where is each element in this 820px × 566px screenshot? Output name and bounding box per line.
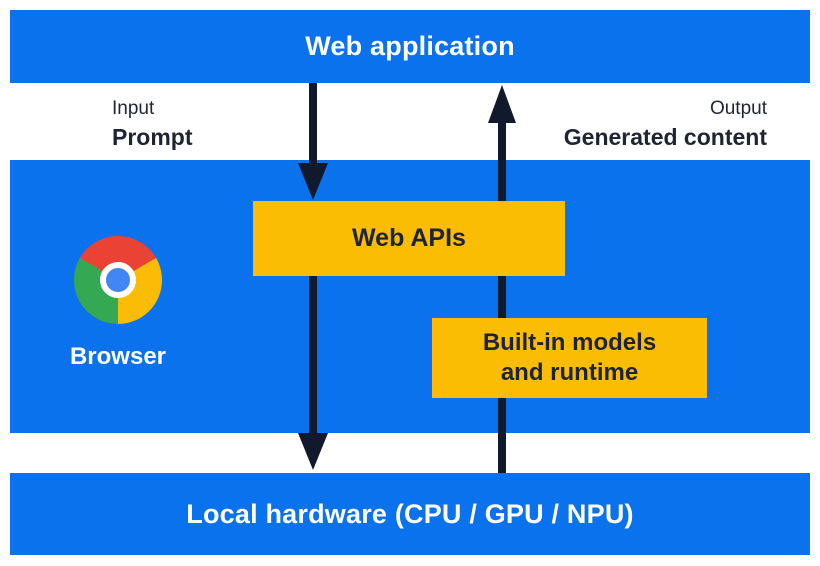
browser-label: Browser xyxy=(69,343,167,370)
local-hardware-bar: Local hardware (CPU / GPU / NPU) xyxy=(10,473,810,555)
down-arrowhead-lower xyxy=(298,433,328,470)
local-hardware-label: Local hardware (CPU / GPU / NPU) xyxy=(186,498,634,529)
builtin-models-label-line2: and runtime xyxy=(500,359,639,386)
up-arrow-line xyxy=(498,118,506,473)
builtin-models-label-line1: Built-in models xyxy=(482,329,657,356)
web-application-label: Web application xyxy=(305,31,515,61)
generated-content-label: Generated content xyxy=(563,124,767,150)
web-application-bar: Web application xyxy=(10,10,810,83)
down-arrow-line-upper xyxy=(309,83,317,167)
output-label-block: Output Generated content xyxy=(564,97,767,151)
input-label-block: Input Prompt xyxy=(112,97,193,151)
prompt-label: Prompt xyxy=(112,124,193,150)
down-arrow-icon xyxy=(298,83,328,470)
output-label: Output xyxy=(709,98,767,119)
down-arrow-line-lower xyxy=(309,276,317,436)
builtin-models-box: Built-in models and runtime xyxy=(432,318,707,398)
down-arrowhead-upper xyxy=(298,163,328,200)
web-apis-box: Web APIs xyxy=(253,201,565,276)
web-apis-label: Web APIs xyxy=(352,224,466,252)
up-arrowhead xyxy=(488,85,516,123)
chrome-logo-icon xyxy=(74,236,162,324)
up-arrow-icon xyxy=(488,85,516,473)
input-label: Input xyxy=(112,98,155,119)
chrome-logo-center xyxy=(100,262,136,298)
